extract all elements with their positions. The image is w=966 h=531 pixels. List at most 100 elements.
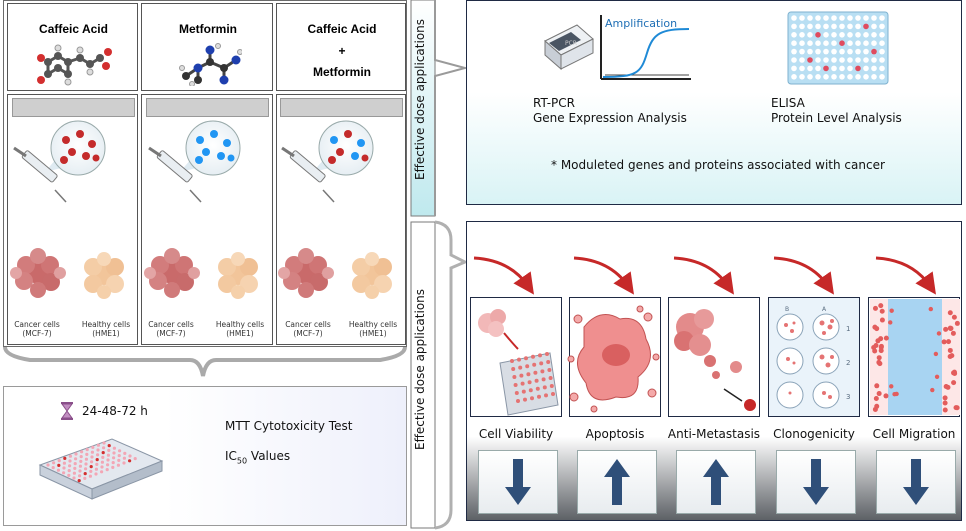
elisa-well [855, 57, 861, 63]
migrating-cell [889, 308, 894, 313]
plate-well [106, 458, 110, 462]
plate-well [122, 456, 126, 460]
migrating-cell [947, 347, 953, 353]
down-arrow-icon [903, 459, 929, 505]
plate-well [51, 466, 55, 470]
healthy-label-line2: (HME1) [92, 329, 120, 338]
elisa-well [823, 40, 829, 46]
plate-well [89, 469, 93, 473]
migrating-cell [948, 325, 954, 331]
plate-well [63, 456, 67, 460]
up-arrow-icon [703, 459, 729, 505]
plate-well [123, 451, 127, 455]
metformin-molecule [179, 43, 242, 86]
plate-well [107, 444, 111, 448]
elisa-well [791, 48, 797, 55]
elisa-well [879, 15, 885, 21]
clonogenic-letter-a: A [822, 306, 827, 313]
pcr-machine-text: PCR [565, 40, 577, 47]
plate-well [102, 441, 106, 445]
assay-label-cell-migration: Cell Migration [872, 427, 956, 441]
cancer-label-line2: (MCF-7) [293, 329, 323, 338]
grey-bar-3 [280, 98, 403, 117]
plate-well [100, 460, 104, 464]
migrating-cell [947, 354, 953, 360]
elisa-well [839, 15, 845, 21]
healthy-label-line1: Healthy cells [215, 320, 265, 329]
viability-well [530, 396, 534, 401]
combo-title-plus: + [338, 44, 346, 58]
migrating-cell [883, 335, 889, 341]
migrating-cell [951, 369, 957, 375]
migrating-cell [876, 359, 882, 365]
viability-well [519, 373, 524, 378]
plate-well [57, 459, 61, 463]
combo-title-line1: Caffeic Acid [307, 22, 377, 36]
ic-prefix: IC [225, 449, 237, 463]
elisa-well [791, 23, 797, 30]
elisa-well [855, 65, 861, 72]
migrating-cell [946, 339, 952, 345]
plate-well [111, 461, 115, 465]
elisa-well [863, 65, 869, 72]
plate-well [96, 443, 100, 447]
elisa-well [863, 40, 869, 46]
elisa-well [847, 74, 853, 80]
viability-well [551, 392, 555, 396]
migrating-cell [943, 383, 949, 389]
plate-well [79, 455, 83, 459]
assay-label-cell-viability: Cell Viability [478, 427, 554, 441]
plate-well [91, 445, 95, 449]
elisa-well [847, 23, 853, 30]
elisa-well [815, 57, 821, 63]
plate-well [78, 464, 82, 468]
cancer-label-line2: (MCF-7) [156, 329, 186, 338]
elisa-well [823, 32, 829, 38]
cancer-label-line1: Cancer cells [148, 320, 194, 329]
plate-well [78, 474, 82, 478]
result-arrow-down-5 [876, 450, 956, 514]
plate-well [101, 455, 105, 459]
plate-well [80, 450, 84, 454]
plate-well [128, 454, 132, 458]
elisa-well [855, 48, 861, 55]
viability-well [534, 378, 539, 383]
viability-well [537, 394, 541, 399]
elisa-well [839, 23, 845, 30]
migrating-cell [879, 317, 885, 323]
elisa-well [799, 74, 805, 80]
down-arrow-icon [803, 459, 829, 505]
plate-well [74, 457, 78, 461]
viability-well [523, 397, 527, 402]
elisa-well [831, 57, 837, 63]
plate-well [96, 448, 100, 452]
migrating-cell [934, 374, 940, 379]
plate-well [57, 463, 61, 467]
elisa-subtitle: Protein Level Analysis [771, 111, 902, 125]
viability-well [544, 393, 548, 398]
elisa-well [879, 48, 885, 55]
caffeic-title: Caffeic Acid [39, 22, 108, 36]
plate-well [94, 472, 98, 476]
elisa-well [879, 74, 885, 80]
elisa-well [823, 74, 829, 80]
elisa-well [855, 23, 861, 30]
viability-well [526, 372, 531, 377]
plate-well [88, 474, 92, 478]
elisa-well [807, 40, 813, 46]
migrating-cell [876, 355, 882, 361]
viability-well [547, 368, 552, 372]
elisa-well [847, 32, 853, 38]
plate-well [118, 449, 122, 453]
elisa-well [871, 65, 877, 72]
plate-well [117, 458, 121, 462]
plate-well [90, 455, 94, 459]
ic-subscript: 50 [236, 456, 248, 466]
elisa-well [831, 74, 837, 80]
result-arrow-down-1 [478, 450, 558, 514]
elisa-well [815, 23, 821, 30]
migrating-cell [894, 391, 899, 397]
assay-label-anti-metastasis: Anti-Metastasis [667, 427, 761, 441]
plate-well [72, 476, 76, 480]
plate-well [117, 454, 121, 458]
